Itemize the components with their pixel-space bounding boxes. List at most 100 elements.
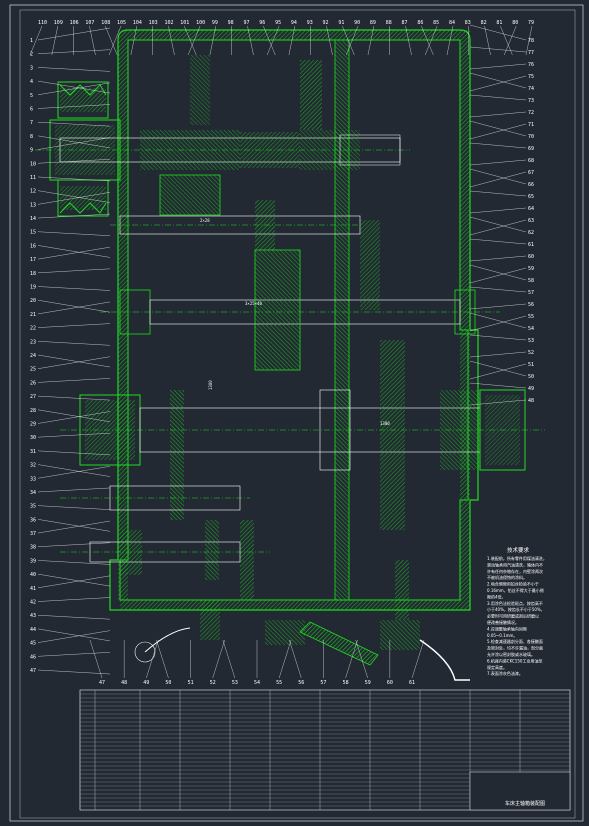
part-number-label: 95 [275,20,281,26]
part-number-label: 103 [149,20,158,26]
leader-line [37,246,111,260]
part-number-label: 21 [30,312,36,318]
leader-line [146,639,159,679]
dimension-text: 1300 [208,380,213,390]
leader-line [37,301,111,315]
leader-line [37,542,111,547]
note-line: 小于40%，按齿长不小于50%， [487,606,545,612]
note-line: 1.装配前，所有零件用煤油清洗， [487,555,547,561]
part-number-label: 53 [232,680,238,686]
leader-line [345,25,359,56]
part-number-label: 68 [528,158,534,164]
leader-line [424,25,438,56]
note-line: 滚动轴承用汽油清洗，箱体内不 [487,561,543,567]
leader-line [37,464,111,477]
leader-line [51,25,58,56]
leader-line [37,231,111,236]
leader-line [37,192,111,205]
leader-line [37,135,111,149]
leader-line [37,268,111,274]
part-number-label: 47 [30,668,36,674]
part-number-label: 79 [528,20,534,26]
part-number-label: 101 [180,20,189,26]
part-number-label: 100 [196,20,205,26]
part-number-label: 42 [30,600,36,606]
part-number-label: 110 [38,20,47,26]
leader-line [278,639,292,679]
part-number-label: 1 [30,38,33,44]
part-number-label: 102 [164,20,173,26]
note-line: 允许涂以密封胶或水玻璃。 [487,651,535,657]
title-block-text: 车床主轴箱装配图 [505,800,545,807]
leader-line [342,25,355,56]
leader-line [266,25,280,56]
input-shaft [35,119,410,181]
part-number-label: 39 [30,558,36,564]
leader-line [37,487,111,493]
left-part-labels: 1234567891011121314151617181920212223242… [30,27,111,675]
part-number-label: 3 [30,65,33,71]
leader-line [29,25,43,56]
leader-line [37,49,111,54]
part-number-label: 87 [402,20,408,26]
leader-line [37,323,111,328]
part-number-label: 43 [30,613,36,619]
leader-line [37,628,111,642]
part-number-label: 17 [30,257,36,263]
note-line: 7.表面涂灰色油漆。 [487,670,523,676]
part-number-label: 25 [30,367,36,373]
part-number-label: 7 [30,120,33,126]
part-number-label: 57 [320,680,326,686]
leader-line [525,25,533,56]
note-line: 许有任何杂物存在，内壁涂两次 [487,568,543,574]
upper-gears [110,55,361,250]
part-number-label: 66 [528,182,534,188]
part-number-label: 15 [30,230,36,236]
part-number-label: 12 [30,189,36,195]
part-number-label: 50 [528,374,534,380]
part-number-label: 55 [276,680,282,686]
part-number-label: 88 [386,20,392,26]
title-block-box [469,771,571,811]
leader-line [469,363,527,380]
part-number-label: 98 [228,20,234,26]
leader-line [289,639,302,679]
notes-title: 技术要求 [507,546,530,554]
part-number-label: 41 [30,586,36,592]
part-number-label: 64 [528,206,534,212]
leader-line [209,25,217,56]
part-number-label: 28 [30,408,36,414]
leader-line [469,159,527,166]
leader-line [37,615,111,620]
leader-line [37,356,111,369]
leader-line [37,176,111,182]
part-number-label: 5 [30,93,33,99]
part-number-label: 76 [528,62,534,68]
leader-line [184,25,197,56]
leader-line [469,351,527,358]
part-number-label: 40 [30,572,36,578]
part-number-label: 29 [30,421,36,427]
leader-line [469,315,527,332]
leader-line [37,82,111,95]
part-number-label: 36 [30,517,36,523]
sheet-border [9,4,584,822]
note-line: 隙的4倍。 [487,593,506,599]
part-number-label: 99 [212,20,218,26]
part-number-label: 58 [343,680,349,686]
leader-line [37,520,111,534]
part-number-label: 71 [528,122,534,128]
part-number-label: 83 [465,20,471,26]
leader-line [37,573,111,587]
part-number-label: 48 [121,680,127,686]
leader-line [89,25,96,56]
part-number-label: 108 [101,20,110,26]
leader-line [469,123,527,140]
leader-line [37,245,111,258]
leader-line [446,25,454,56]
middle-shaft [100,220,500,371]
part-number-label: 62 [528,230,534,236]
leader-line [37,519,111,532]
part-number-label: 6 [30,106,33,112]
